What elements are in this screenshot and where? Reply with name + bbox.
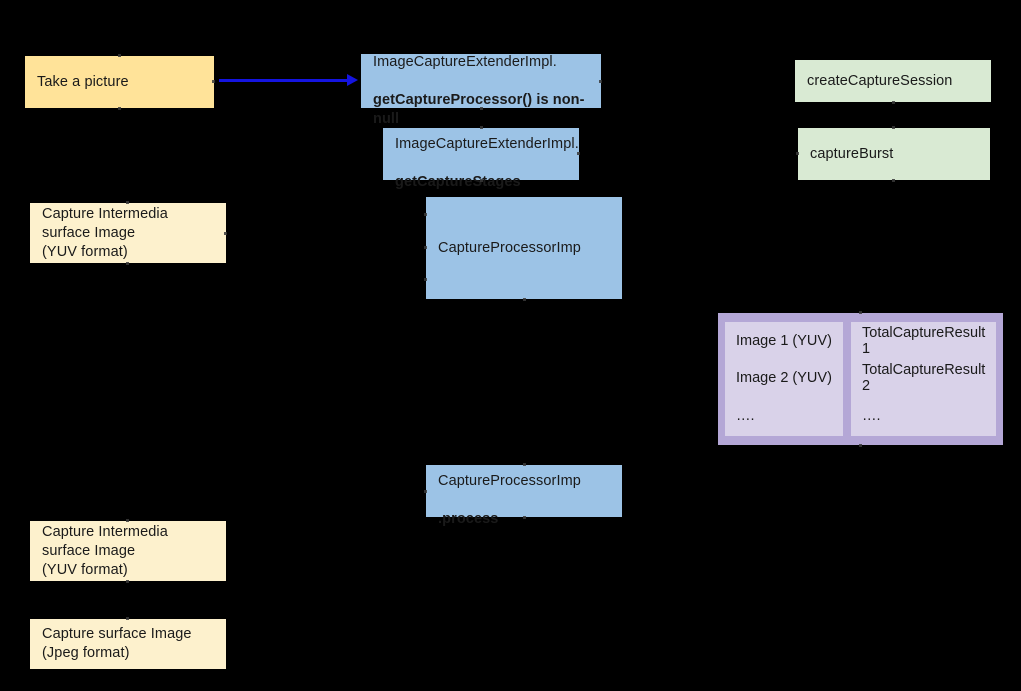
handle-process-top: [523, 463, 526, 466]
node-get-capture-processor-line1: ImageCaptureExtenderImpl.: [373, 53, 557, 70]
node-capture-intermedia-surface-image-top[interactable]: Capture Intermedia surface Image (YUV fo…: [30, 203, 226, 263]
node-get-capture-stages-line1: ImageCaptureExtenderImpl.: [395, 136, 579, 152]
table-cell-total-capture-result-2[interactable]: TotalCaptureResult 2: [851, 359, 996, 397]
handle-capture-processor-imp-left-lower: [424, 278, 427, 281]
node-get-capture-stages-line2: getCaptureStages: [395, 174, 521, 190]
handle-capture-burst-left: [796, 152, 799, 155]
node-capture-burst-label: captureBurst: [810, 145, 894, 162]
arrow-take-picture-to-get-capture-processor-line: [219, 79, 349, 82]
node-get-capture-stages-text: ImageCaptureExtenderImpl. getCaptureStag…: [395, 116, 579, 192]
handle-process-left: [424, 490, 427, 493]
handle-take-a-picture-top: [118, 54, 121, 57]
table-cell-total-capture-result-more[interactable]: ….: [851, 396, 996, 436]
node-capture-burst[interactable]: captureBurst: [798, 128, 990, 180]
handle-capture-burst-bottom: [892, 179, 895, 182]
table-cell-total-capture-result-2-label: TotalCaptureResult 2: [862, 362, 986, 394]
handle-intermedia-top-box-bottom: [126, 262, 129, 265]
node-capture-intermedia-surface-image-top-label: Capture Intermedia surface Image (YUV fo…: [42, 205, 168, 260]
handle-intermedia-top-box-right: [224, 232, 227, 235]
table-cell-total-capture-result-1[interactable]: TotalCaptureResult 1: [851, 322, 996, 360]
handle-take-a-picture-right: [212, 80, 215, 83]
handle-intermedia-top-box-top: [126, 201, 129, 204]
handle-get-capture-stages-bottom: [480, 179, 483, 182]
handle-create-capture-session-bottom: [892, 101, 895, 104]
arrow-take-picture-to-get-capture-processor-head: [347, 74, 358, 86]
node-take-a-picture[interactable]: Take a picture: [25, 56, 214, 108]
node-capture-intermedia-surface-image-bottom-label: Capture Intermedia surface Image (YUV fo…: [42, 523, 168, 578]
node-capture-processor-imp-process-line1: CaptureProcessorImp: [438, 473, 581, 489]
table-cell-total-capture-result-more-label: ….: [862, 408, 881, 424]
handle-results-table-top: [859, 311, 862, 314]
handle-capture-processor-imp-left-middle: [424, 246, 427, 249]
table-cell-total-capture-result-1-label: TotalCaptureResult 1: [862, 325, 986, 357]
node-get-capture-processor-text: ImageCaptureExtenderImpl. getCaptureProc…: [373, 34, 589, 129]
node-capture-processor-imp-process-line2: .process: [438, 511, 499, 527]
handle-capture-processor-imp-bottom: [523, 298, 526, 301]
node-get-capture-processor-line2: getCaptureProcessor() is non-null: [373, 91, 585, 127]
table-cell-image-1[interactable]: Image 1 (YUV): [725, 322, 843, 360]
table-cell-image-more[interactable]: ….: [725, 396, 843, 436]
handle-process-bottom: [523, 516, 526, 519]
handle-intermedia-bottom-box-top: [126, 519, 129, 522]
handle-get-capture-stages-top: [480, 126, 483, 129]
node-capture-processor-imp-process[interactable]: CaptureProcessorImp .process: [426, 465, 622, 527]
node-take-a-picture-label: Take a picture: [37, 73, 129, 90]
table-cell-image-more-label: ….: [736, 408, 755, 424]
handle-get-capture-processor-right: [599, 80, 602, 83]
table-cell-image-2-label: Image 2 (YUV): [736, 370, 832, 386]
node-create-capture-session[interactable]: createCaptureSession: [795, 60, 991, 102]
handle-intermedia-bottom-box-bottom: [126, 580, 129, 583]
node-capture-surface-image-jpeg[interactable]: Capture surface Image (Jpeg format): [30, 619, 226, 669]
node-get-capture-processor[interactable]: ImageCaptureExtenderImpl. getCaptureProc…: [361, 54, 601, 127]
handle-results-table-bottom: [859, 444, 862, 447]
handle-take-a-picture-bottom: [118, 107, 121, 110]
handle-get-capture-stages-right: [577, 152, 580, 155]
node-get-capture-stages[interactable]: ImageCaptureExtenderImpl. getCaptureStag…: [383, 128, 579, 190]
node-capture-intermedia-surface-image-bottom[interactable]: Capture Intermedia surface Image (YUV fo…: [30, 521, 226, 581]
node-capture-processor-imp[interactable]: CaptureProcessorImp: [426, 197, 622, 299]
node-capture-surface-image-jpeg-label: Capture surface Image (Jpeg format): [42, 626, 192, 661]
table-cell-image-1-label: Image 1 (YUV): [736, 333, 832, 349]
node-capture-processor-imp-process-text: CaptureProcessorImp .process: [438, 453, 581, 529]
handle-capture-processor-imp-left-upper: [424, 213, 427, 216]
table-cell-image-2[interactable]: Image 2 (YUV): [725, 359, 843, 397]
handle-get-capture-processor-bottom: [480, 107, 483, 110]
node-create-capture-session-label: createCaptureSession: [807, 72, 953, 89]
handle-capture-burst-top: [892, 126, 895, 129]
node-capture-processor-imp-label: CaptureProcessorImp: [438, 239, 581, 256]
handle-jpeg-box-top: [126, 617, 129, 620]
